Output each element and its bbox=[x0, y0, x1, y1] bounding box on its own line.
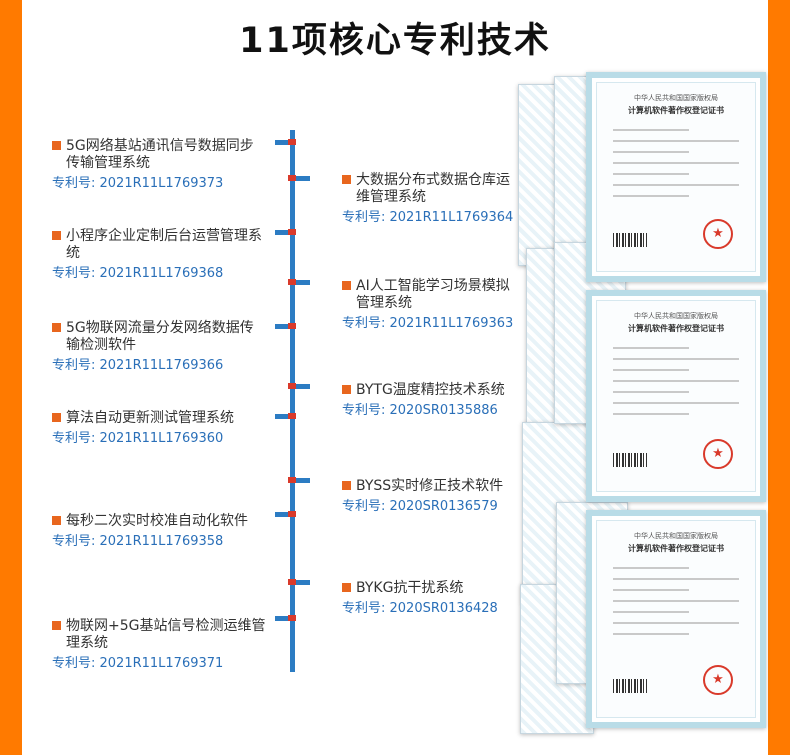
patent-entry-right: 大数据分布式数据仓库运维管理系统 专利号: 2021R11L1769364 bbox=[342, 172, 520, 226]
timeline-marker bbox=[288, 511, 296, 517]
patent-name: 每秒二次实时校准自动化软件 bbox=[52, 513, 267, 530]
patent-entry-left: 算法自动更新测试管理系统 专利号: 2021R11L1769360 bbox=[52, 410, 267, 447]
timeline-marker bbox=[288, 477, 296, 483]
patent-number: 专利号: 2020SR0136428 bbox=[342, 601, 498, 616]
certificate-card: 中华人民共和国国家版权局 计算机软件著作权登记证书 bbox=[586, 290, 766, 502]
patent-entry-right: BYTG温度精控技术系统 专利号: 2020SR0135886 bbox=[342, 382, 520, 419]
timeline-tick-right bbox=[295, 176, 310, 181]
certificate-issuer: 中华人民共和国国家版权局 bbox=[634, 312, 718, 320]
timeline-marker bbox=[288, 615, 296, 621]
page-title: 11项核心专利技术 bbox=[239, 21, 551, 61]
timeline-marker bbox=[288, 279, 296, 285]
certificate-text-lines bbox=[613, 129, 739, 206]
certificate-title: 计算机软件著作权登记证书 bbox=[628, 544, 724, 553]
patent-number: 专利号: 2021R11L1769373 bbox=[52, 176, 224, 191]
certificate-issuer: 中华人民共和国国家版权局 bbox=[634, 94, 718, 102]
timeline-axis bbox=[290, 130, 295, 672]
certificate-body: 中华人民共和国国家版权局 计算机软件著作权登记证书 bbox=[596, 300, 756, 492]
patent-entry-right: BYKG抗干扰系统 专利号: 2020SR0136428 bbox=[342, 580, 520, 617]
timeline-marker bbox=[288, 139, 296, 145]
patent-number: 专利号: 2020SR0135886 bbox=[342, 403, 498, 418]
certificate-text-lines bbox=[613, 347, 739, 424]
certificate-title: 计算机软件著作权登记证书 bbox=[628, 324, 724, 333]
patent-number: 专利号: 2021R11L1769363 bbox=[342, 316, 514, 331]
certificate-stack: 中华人民共和国国家版权局 计算机软件著作权登记证书 中华人民共和国国家版权局 计… bbox=[518, 72, 770, 734]
patent-number: 专利号: 2021R11L1769364 bbox=[342, 210, 514, 225]
patent-name: BYKG抗干扰系统 bbox=[342, 580, 520, 597]
patent-entry-left: 5G网络基站通讯信号数据同步传输管理系统 专利号: 2021R11L176937… bbox=[52, 138, 267, 192]
patent-name: 5G网络基站通讯信号数据同步传输管理系统 bbox=[52, 138, 267, 172]
barcode-icon bbox=[613, 453, 647, 467]
patent-number: 专利号: 2021R11L1769360 bbox=[52, 431, 224, 446]
timeline-tick-left bbox=[275, 324, 290, 329]
patent-name: 5G物联网流量分发网络数据传输检测软件 bbox=[52, 320, 267, 354]
patent-entry-left: 物联网+5G基站信号检测运维管理系统 专利号: 2021R11L1769371 bbox=[52, 618, 267, 672]
patent-number: 专利号: 2021R11L1769368 bbox=[52, 266, 224, 281]
timeline-tick-right bbox=[295, 384, 310, 389]
right-orange-stripe bbox=[768, 0, 790, 755]
timeline-tick-left bbox=[275, 230, 290, 235]
patent-number: 专利号: 2021R11L1769366 bbox=[52, 358, 224, 373]
patent-name: 大数据分布式数据仓库运维管理系统 bbox=[342, 172, 520, 206]
patent-entry-left: 5G物联网流量分发网络数据传输检测软件 专利号: 2021R11L1769366 bbox=[52, 320, 267, 374]
certificate-card: 中华人民共和国国家版权局 计算机软件著作权登记证书 bbox=[586, 72, 766, 282]
timeline-tick-left bbox=[275, 414, 290, 419]
patent-name: BYSS实时修正技术软件 bbox=[342, 478, 520, 495]
timeline-tick-left bbox=[275, 140, 290, 145]
patent-number: 专利号: 2021R11L1769358 bbox=[52, 534, 224, 549]
patent-name: 算法自动更新测试管理系统 bbox=[52, 410, 267, 427]
patent-entry-left: 小程序企业定制后台运营管理系统 专利号: 2021R11L1769368 bbox=[52, 228, 267, 282]
timeline-tick-left bbox=[275, 616, 290, 621]
timeline-tick-left bbox=[275, 512, 290, 517]
red-seal-icon bbox=[703, 665, 733, 695]
patent-name: 物联网+5G基站信号检测运维管理系统 bbox=[52, 618, 267, 652]
timeline-marker bbox=[288, 323, 296, 329]
timeline-marker bbox=[288, 229, 296, 235]
certificate-issuer: 中华人民共和国国家版权局 bbox=[634, 532, 718, 540]
red-seal-icon bbox=[703, 219, 733, 249]
certificate-title: 计算机软件著作权登记证书 bbox=[628, 106, 724, 115]
timeline-tick-right bbox=[295, 580, 310, 585]
certificate-text-lines bbox=[613, 567, 739, 644]
timeline-tick-right bbox=[295, 280, 310, 285]
patent-entry-left: 每秒二次实时校准自动化软件 专利号: 2021R11L1769358 bbox=[52, 513, 267, 550]
patent-name: BYTG温度精控技术系统 bbox=[342, 382, 520, 399]
patent-entry-right: AI人工智能学习场景模拟管理系统 专利号: 2021R11L1769363 bbox=[342, 278, 520, 332]
timeline-marker bbox=[288, 579, 296, 585]
red-seal-icon bbox=[703, 439, 733, 469]
timeline-tick-right bbox=[295, 478, 310, 483]
certificate-body: 中华人民共和国国家版权局 计算机软件著作权登记证书 bbox=[596, 520, 756, 718]
barcode-icon bbox=[613, 233, 647, 247]
timeline-marker bbox=[288, 175, 296, 181]
left-orange-stripe bbox=[0, 0, 22, 755]
certificate-body: 中华人民共和国国家版权局 计算机软件著作权登记证书 bbox=[596, 82, 756, 272]
timeline-marker bbox=[288, 383, 296, 389]
timeline-marker bbox=[288, 413, 296, 419]
patent-number: 专利号: 2021R11L1769371 bbox=[52, 656, 224, 671]
patent-entry-right: BYSS实时修正技术软件 专利号: 2020SR0136579 bbox=[342, 478, 520, 515]
barcode-icon bbox=[613, 679, 647, 693]
patent-number: 专利号: 2020SR0136579 bbox=[342, 499, 498, 514]
patent-name: AI人工智能学习场景模拟管理系统 bbox=[342, 278, 520, 312]
certificate-card: 中华人民共和国国家版权局 计算机软件著作权登记证书 bbox=[586, 510, 766, 728]
patent-name: 小程序企业定制后台运营管理系统 bbox=[52, 228, 267, 262]
